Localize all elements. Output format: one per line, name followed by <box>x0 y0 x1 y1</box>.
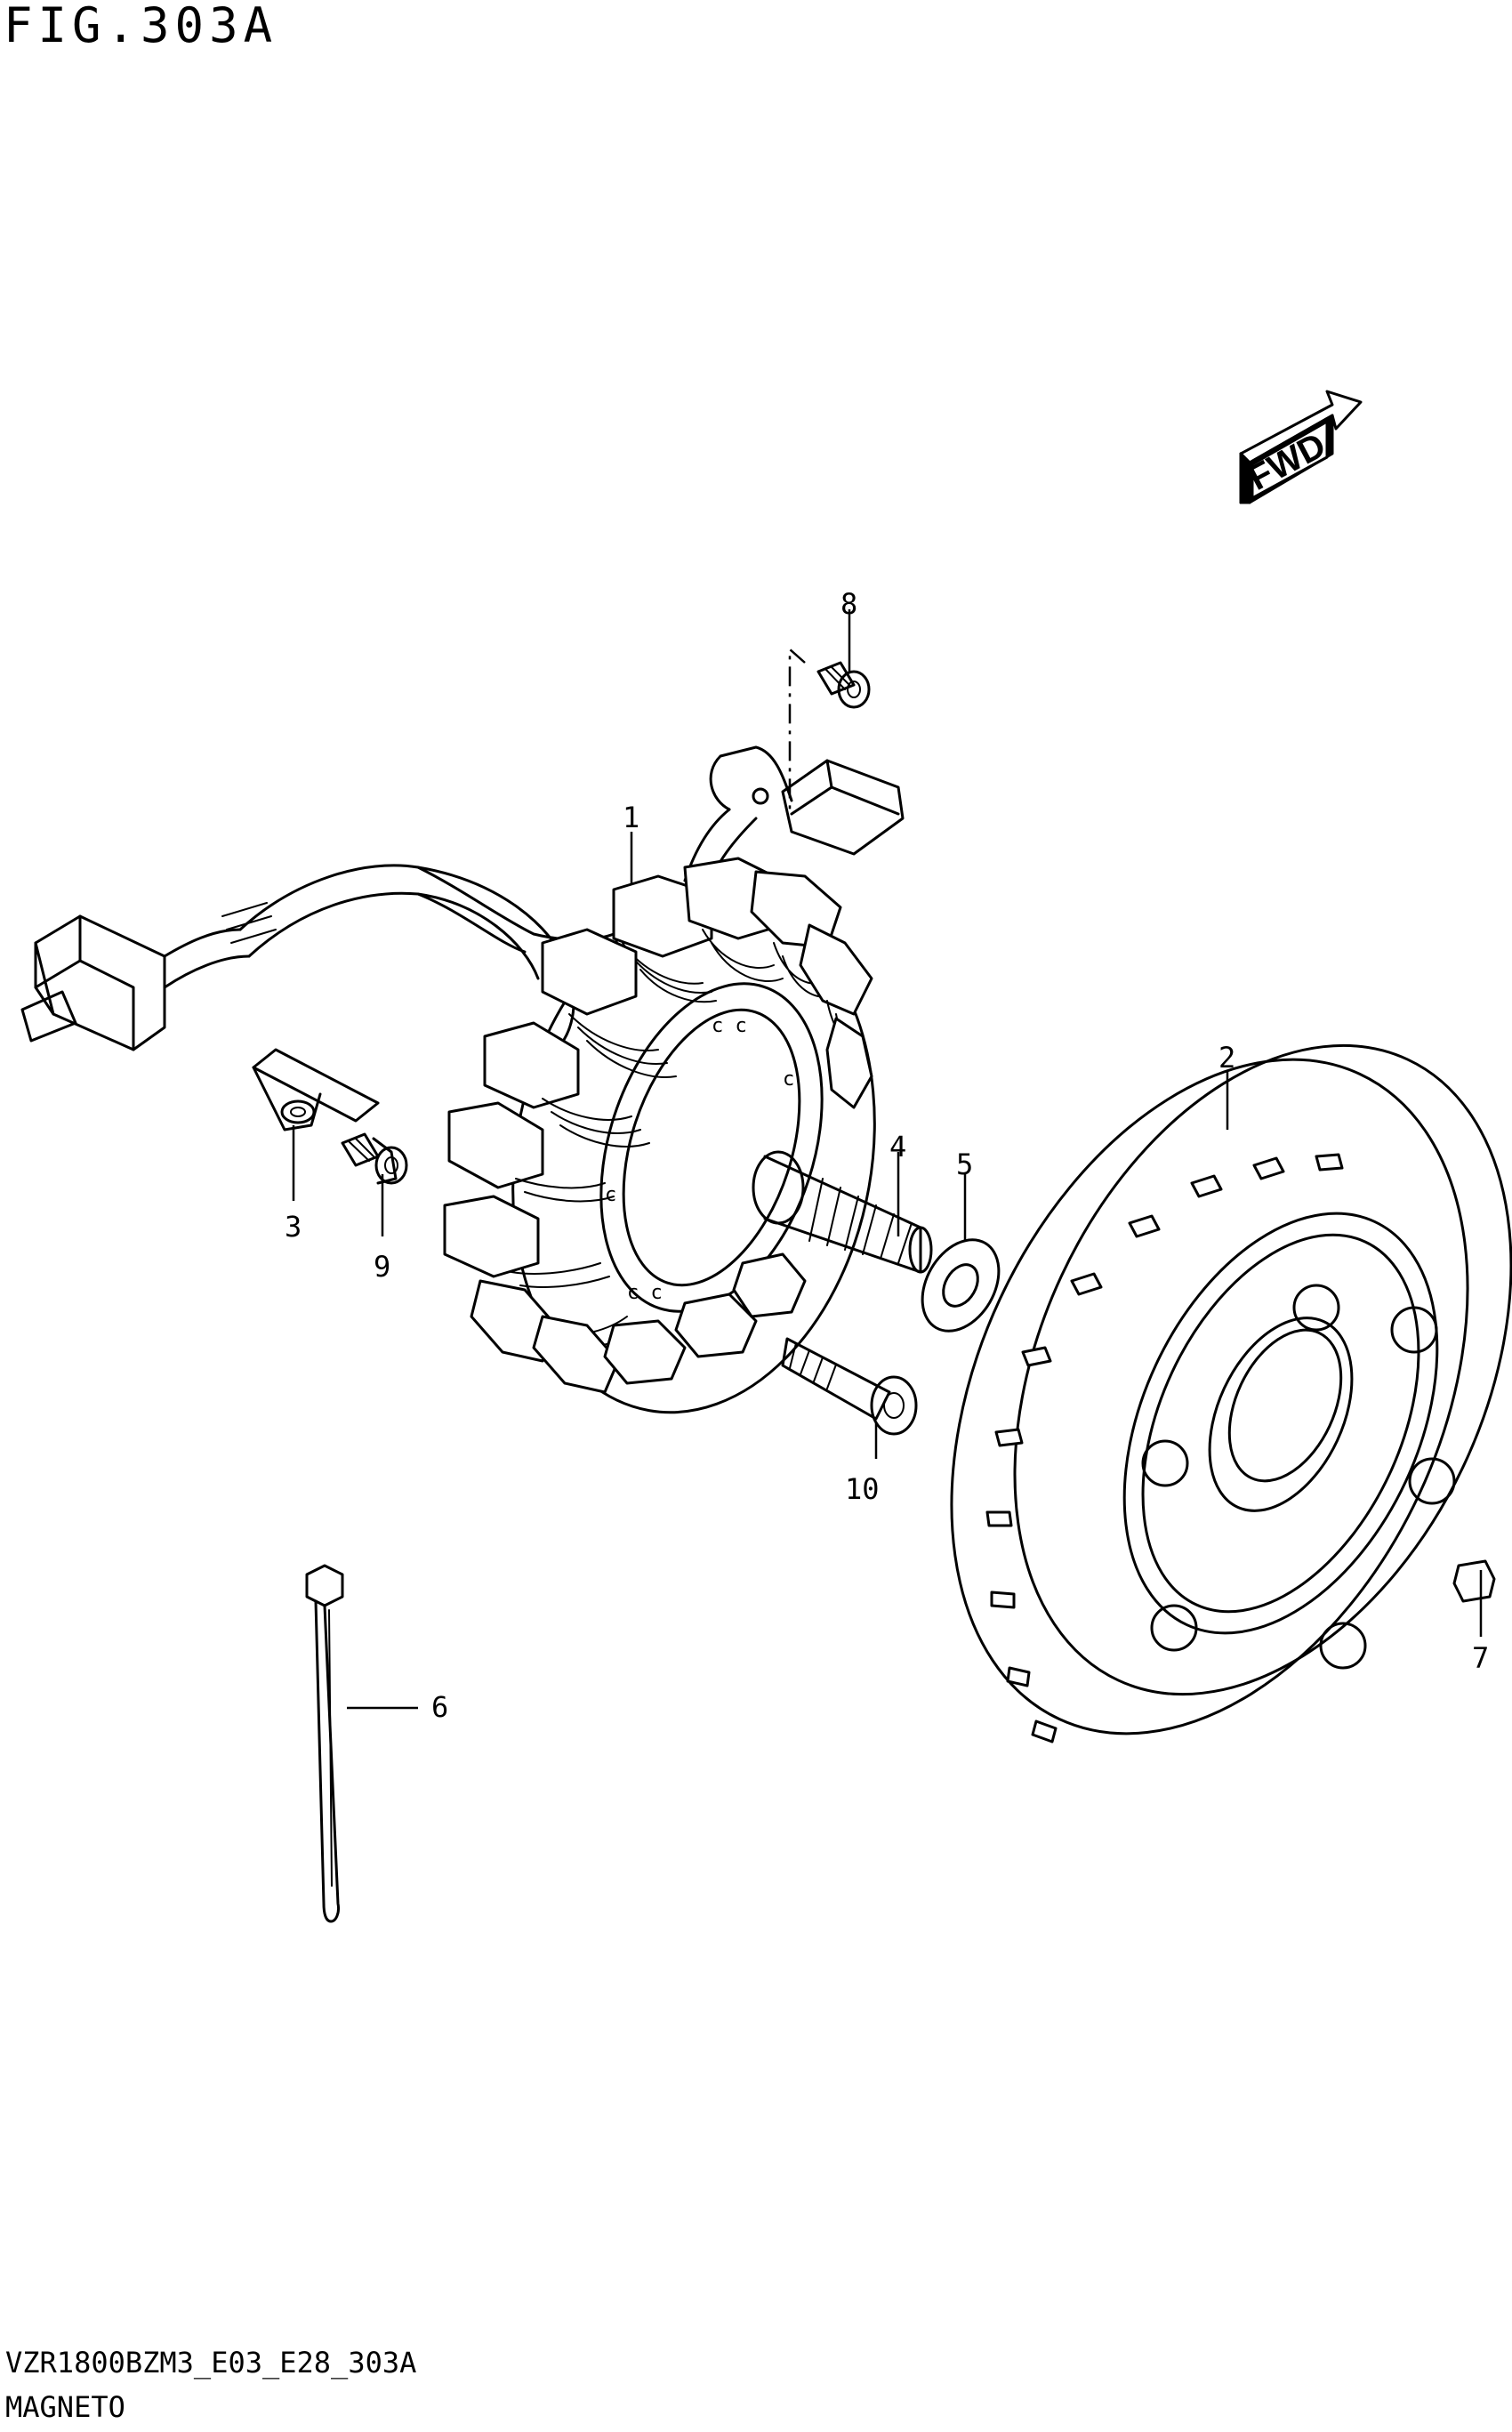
screw-9 <box>341 1132 408 1185</box>
cable-tie-6 <box>305 1564 344 1923</box>
callout-6: 6 <box>431 1690 448 1724</box>
washer-5 <box>921 1238 1001 1333</box>
callout-5: 5 <box>956 1148 973 1181</box>
callout-2: 2 <box>1218 1041 1235 1075</box>
callout-10: 10 <box>845 1472 880 1506</box>
figure-name: MAGNETO <box>5 2390 125 2424</box>
clamp-plate <box>252 1048 380 1131</box>
key-7 <box>1452 1559 1496 1603</box>
stator-assembly: c c c c c c <box>20 745 905 1414</box>
screw-8 <box>788 647 871 809</box>
svg-text:c c: c c <box>627 1282 663 1304</box>
leader-lines <box>292 609 1483 1710</box>
stud-bolt-4 <box>752 1150 933 1274</box>
bolt-10 <box>781 1337 918 1436</box>
callout-8: 8 <box>840 587 857 621</box>
figure-title: FIG.303A <box>4 0 278 53</box>
callout-1: 1 <box>623 801 639 834</box>
fwd-arrow: FWD <box>1239 390 1363 504</box>
callout-9: 9 <box>374 1250 390 1284</box>
rotor-flywheel <box>950 1043 1512 1743</box>
svg-text:c: c <box>605 1184 616 1206</box>
callout-3: 3 <box>285 1210 302 1244</box>
callout-7: 7 <box>1472 1641 1489 1675</box>
callout-4: 4 <box>889 1130 906 1164</box>
svg-text:c c: c c <box>712 1015 747 1037</box>
svg-text:c: c <box>783 1068 794 1091</box>
model-code: VZR1800BZM3_E03_E28_303A <box>5 2346 417 2380</box>
callout-numbers: 1 2 3 4 5 6 7 8 9 10 <box>285 587 1489 1724</box>
stator-poles <box>443 857 873 1394</box>
